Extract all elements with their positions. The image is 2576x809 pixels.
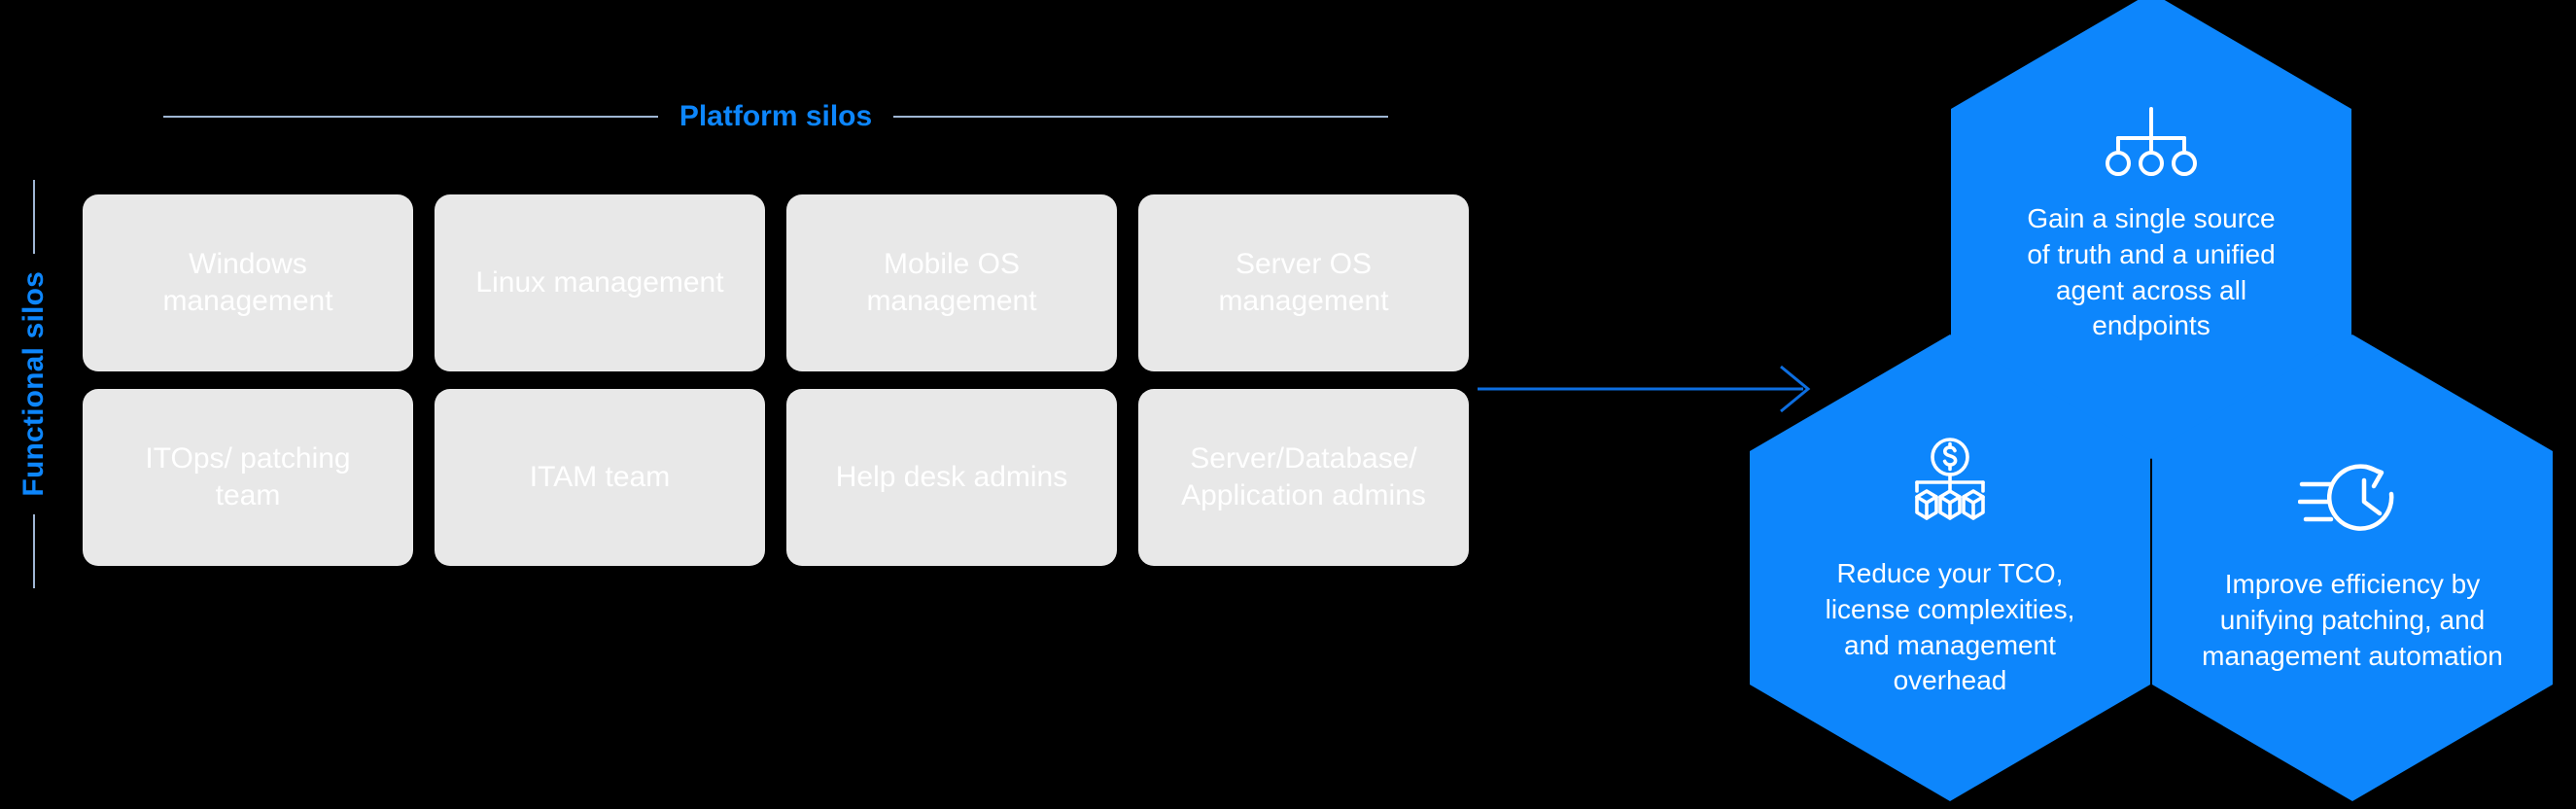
benefit-hex-text: Gain a single source of truth and a unif…: [2027, 202, 2276, 341]
platform-silos-axis: Platform silos: [163, 97, 1389, 136]
silo-card-label: Server OS management: [1218, 247, 1389, 317]
axis-rule-left: [163, 116, 658, 118]
axis-rule-top: [33, 180, 35, 255]
silo-card-label: Mobile OS management: [866, 247, 1037, 317]
cost-distribution-icon: [1897, 437, 2003, 537]
silo-card-windows-management: Windows management: [83, 194, 413, 371]
silo-card-itam-team: ITAM team: [435, 389, 765, 566]
silo-card-server-os-management: Server OS management: [1138, 194, 1469, 371]
platform-silos-label: Platform silos: [679, 100, 873, 132]
functional-silos-label: Functional silos: [17, 271, 50, 497]
functional-silos-axis: Functional silos: [0, 180, 68, 588]
silo-card-linux-management: Linux management: [435, 194, 765, 371]
benefit-hex-improve-efficiency: Improve efficiency by unifying patching,…: [2152, 334, 2553, 801]
silo-card-label: ITAM team: [529, 460, 671, 493]
benefit-hex-text: Reduce your TCO, license complexities, a…: [1825, 557, 2075, 696]
silo-card-itops-patching-team: ITOps/ patching team: [83, 389, 413, 566]
silo-card-label: Server/Database/ Application admins: [1181, 441, 1426, 511]
silo-card-mobile-os-management: Mobile OS management: [786, 194, 1117, 371]
silo-card-help-desk-admins: Help desk admins: [786, 389, 1117, 566]
benefits-hexagon-cluster: Gain a single source of truth and a unif…: [1730, 0, 2576, 809]
silo-card-label: ITOps/ patching team: [145, 441, 351, 511]
speed-clock-icon: [2297, 461, 2407, 547]
flow-arrow-right-icon: [1478, 355, 1823, 423]
silo-card-label: Help desk admins: [835, 460, 1068, 493]
axis-rule-right: [893, 116, 1389, 118]
benefit-hex-single-source-of-truth: Gain a single source of truth and a unif…: [1951, 0, 2351, 459]
silo-card-label: Windows management: [162, 247, 333, 317]
hierarchy-icon: [2105, 106, 2198, 182]
axis-rule-bottom: [33, 513, 35, 588]
silo-card-grid: Windows management Linux management Mobi…: [83, 194, 1473, 566]
benefit-hex-text: Improve efficiency by unifying patching,…: [2202, 569, 2503, 671]
silo-card-label: Linux management: [475, 265, 724, 299]
silo-card-server-database-application-admins: Server/Database/ Application admins: [1138, 389, 1469, 566]
